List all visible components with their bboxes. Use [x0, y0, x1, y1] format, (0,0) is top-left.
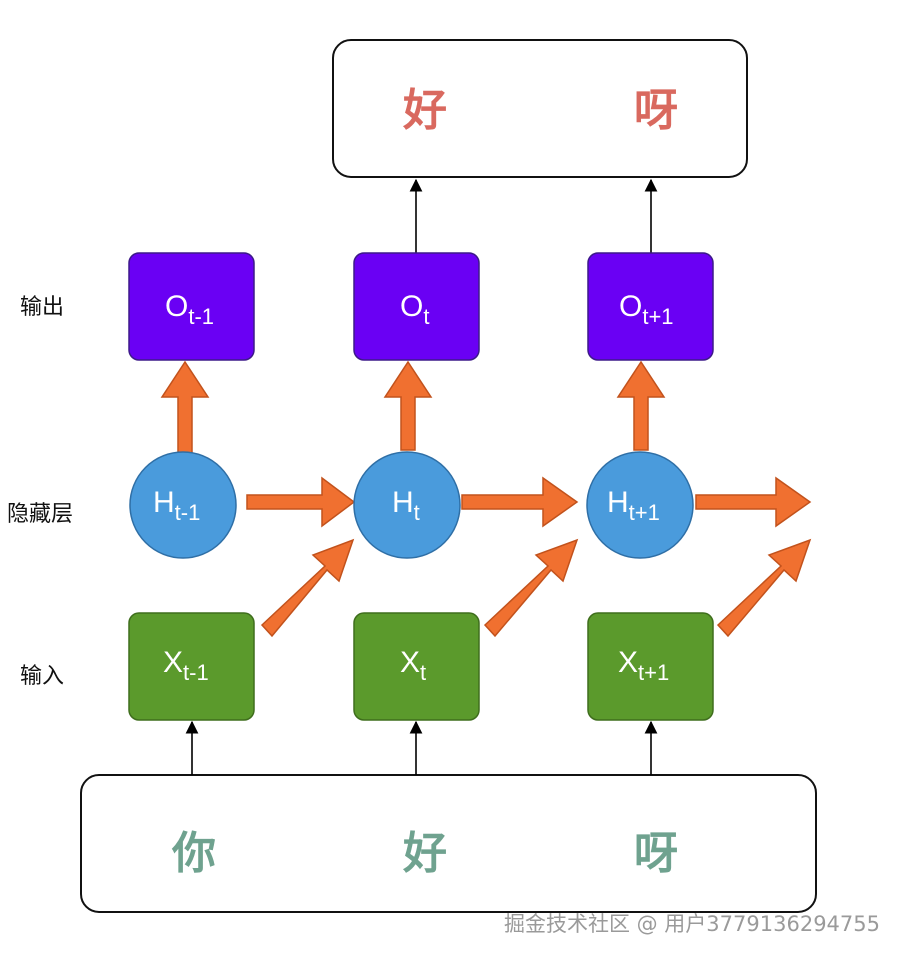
svg-text:Xt: Xt — [400, 646, 426, 685]
input-node-1: Xt-1 — [128, 612, 255, 721]
input-char-1: 你 — [171, 828, 216, 879]
input-node-3-base: X — [618, 646, 638, 679]
row-label-input: 输入 — [20, 664, 64, 689]
output-char-2: 呀 — [634, 85, 678, 136]
h-to-o-arrow-2 — [383, 360, 433, 451]
h-to-o-arrow-3 — [616, 360, 666, 451]
hidden-node-2-sub: t — [414, 500, 420, 525]
output-sequence-box — [332, 39, 748, 178]
svg-text:Xt-1: Xt-1 — [163, 646, 209, 685]
h-to-o-arrow-1 — [160, 360, 210, 454]
output-node-1-base: O — [165, 290, 188, 323]
x-to-h-arrow-2 — [483, 538, 579, 638]
x-to-h-arrow-3 — [716, 538, 812, 638]
output-node-2: Ot — [353, 252, 480, 361]
input-node-1-base: X — [163, 646, 183, 679]
hidden-node-1: Ht-1 — [129, 451, 237, 559]
hidden-node-3: Ht+1 — [586, 451, 694, 559]
input-node-2: Xt — [353, 612, 480, 721]
hidden-node-1-sub: t-1 — [175, 500, 201, 525]
input-char-2: 好 — [402, 828, 447, 879]
output-node-3: Ot+1 — [587, 252, 714, 361]
svg-text:Ht: Ht — [392, 486, 420, 525]
input-sequence-box — [80, 774, 817, 913]
svg-text:Ot: Ot — [400, 290, 429, 329]
input-node-2-base: X — [400, 646, 420, 679]
output-node-2-sub: t — [423, 304, 429, 329]
svg-text:Ht+1: Ht+1 — [607, 486, 660, 525]
hidden-node-1-base: H — [153, 486, 175, 519]
input-char-3: 呀 — [634, 828, 678, 879]
svg-text:Ot+1: Ot+1 — [619, 290, 674, 329]
h-to-h-arrow-2 — [461, 476, 579, 528]
row-label-hidden: 隐藏层 — [7, 502, 73, 527]
row-label-output: 输出 — [20, 295, 64, 320]
h-to-h-arrow-3 — [695, 476, 812, 528]
output-node-1-sub: t-1 — [188, 304, 214, 329]
hidden-node-2-base: H — [392, 486, 414, 519]
hidden-node-3-base: H — [607, 486, 629, 519]
svg-text:Xt+1: Xt+1 — [618, 646, 669, 685]
h-to-h-arrow-1 — [246, 476, 356, 528]
input-node-3-sub: t+1 — [638, 660, 669, 685]
hidden-node-2: Ht — [353, 451, 461, 559]
output-node-2-base: O — [400, 290, 423, 323]
x-to-h-arrow-1 — [260, 538, 355, 638]
input-node-3: Xt+1 — [587, 612, 714, 721]
hidden-node-3-sub: t+1 — [629, 500, 660, 525]
watermark: 掘金技术社区 @ 用户3779136294755 — [503, 912, 880, 936]
output-char-1: 好 — [402, 85, 447, 136]
input-node-2-sub: t — [420, 660, 426, 685]
svg-text:Ot-1: Ot-1 — [165, 290, 214, 329]
input-node-1-sub: t-1 — [183, 660, 209, 685]
output-node-1: Ot-1 — [128, 252, 255, 361]
output-node-3-base: O — [619, 290, 642, 323]
svg-text:Ht-1: Ht-1 — [153, 486, 200, 525]
output-node-3-sub: t+1 — [642, 304, 673, 329]
